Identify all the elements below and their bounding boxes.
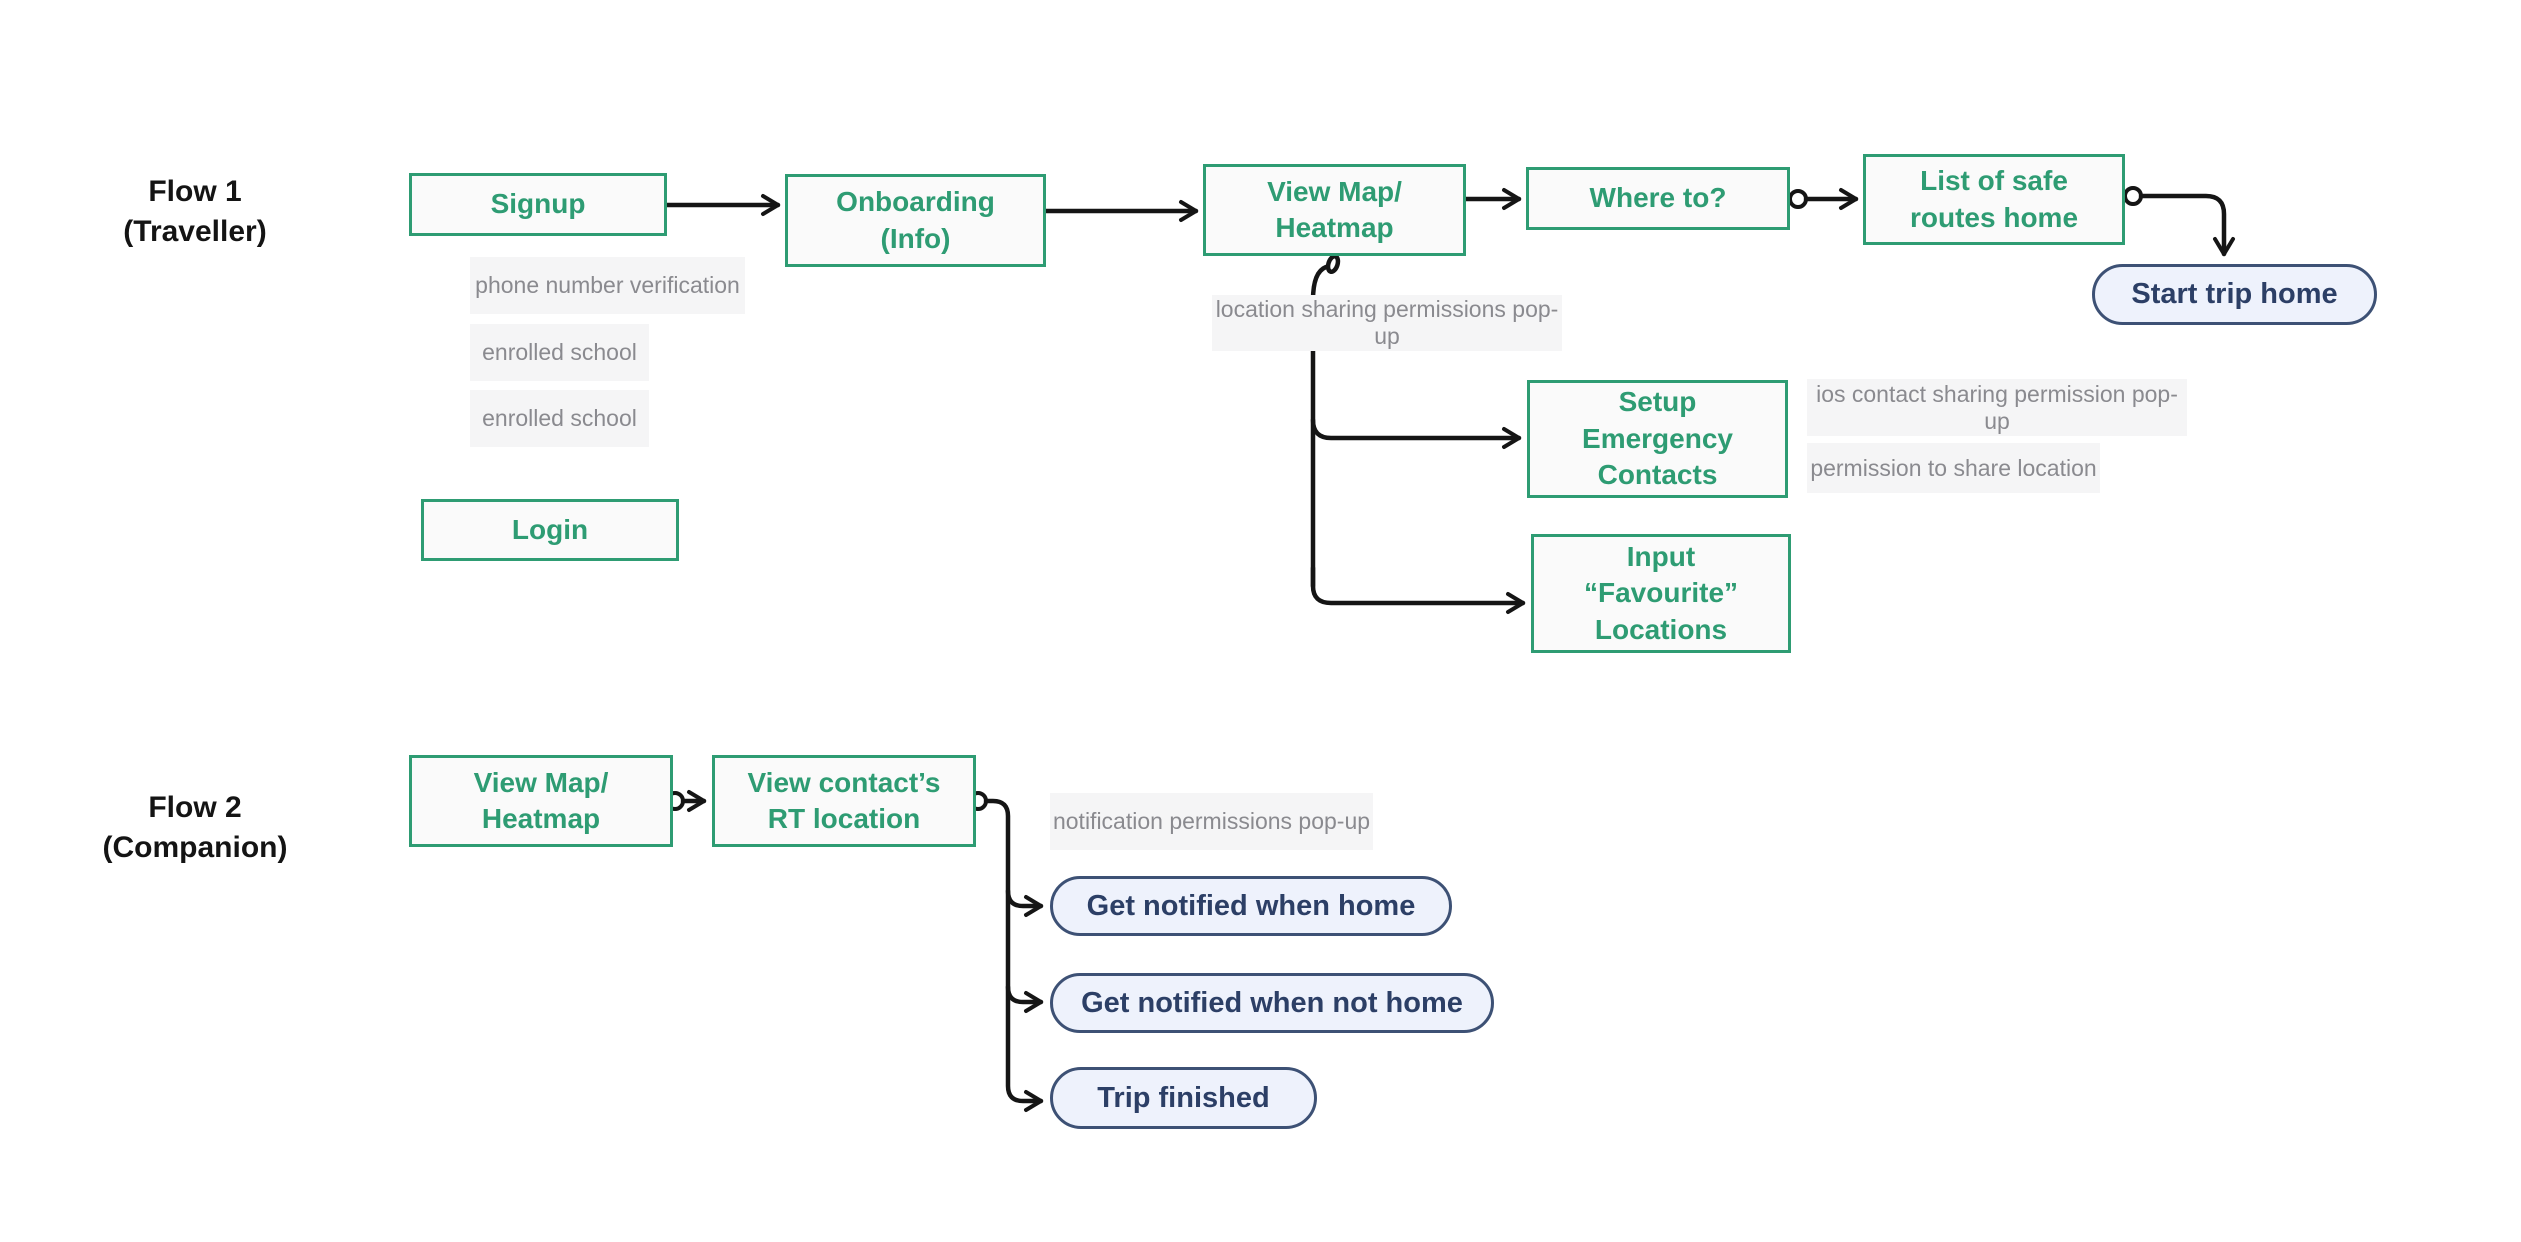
note-phone-number-verification[interactable]: phone number verification <box>470 257 745 314</box>
pill-get-notified-when-not-home[interactable]: Get notified when not home <box>1050 973 1494 1033</box>
arrow-saferoutes-to-starttrip <box>2138 193 2235 257</box>
flow1-label: Flow 1 (Traveller) <box>123 175 267 248</box>
connector-dot-saferoutes <box>2123 186 2143 206</box>
pill-start-trip-home[interactable]: Start trip home <box>2092 264 2377 325</box>
node-login[interactable]: Login <box>421 499 679 561</box>
node-setup-emergency-contacts[interactable]: Setup Emergency Contacts <box>1527 380 1788 498</box>
node-onboarding-info[interactable]: Onboarding (Info) <box>785 174 1046 267</box>
note-enrolled-school-1[interactable]: enrolled school <box>470 324 649 381</box>
pigtail-loop-viewmap <box>1325 254 1341 274</box>
arrow-branch-to-notifyhome <box>1005 888 1044 917</box>
note-ios-contact-sharing-popup[interactable]: ios contact sharing permission pop-up <box>1807 379 2187 436</box>
pill-trip-finished[interactable]: Trip finished <box>1050 1067 1317 1129</box>
node-where-to[interactable]: Where to? <box>1526 167 1790 230</box>
node-input-favourite-locations[interactable]: Input “Favourite” Locations <box>1531 534 1791 653</box>
note-permission-share-location[interactable]: permission to share location <box>1807 443 2100 493</box>
arrow-branch-to-notifynothome <box>1005 984 1044 1013</box>
note-notification-permissions-popup[interactable]: notification permissions pop-up <box>1050 793 1373 850</box>
node-view-map-heatmap-2[interactable]: View Map/ Heatmap <box>409 755 673 847</box>
note-location-sharing-popup[interactable]: location sharing permissions pop-up <box>1212 295 1562 351</box>
note-enrolled-school-2[interactable]: enrolled school <box>470 390 649 447</box>
arrow-trunk-to-inputfavourites <box>1310 565 1526 614</box>
flow2-label: Flow 2 (Companion) <box>102 791 288 864</box>
pill-get-notified-when-home[interactable]: Get notified when home <box>1050 876 1452 936</box>
arrow-trunk-to-setupcontacts <box>1310 417 1522 449</box>
node-signup[interactable]: Signup <box>409 173 667 236</box>
node-view-contacts-rt-location[interactable]: View contact’s RT location <box>712 755 976 847</box>
node-list-safe-routes-home[interactable]: List of safe routes home <box>1863 154 2125 245</box>
node-view-map-heatmap-1[interactable]: View Map/ Heatmap <box>1203 164 1466 256</box>
connector-dot-whereto <box>1788 189 1808 209</box>
wire-rtlocation-to-tripfinished <box>983 798 1044 1112</box>
